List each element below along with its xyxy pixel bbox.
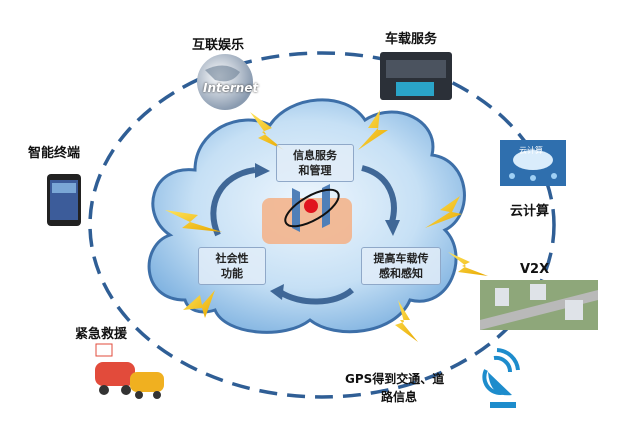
cycle-arrows	[210, 165, 397, 305]
label-v2x: V2X	[520, 262, 550, 277]
label-gps-line1: GPS得到交通、道	[345, 372, 445, 386]
box-info-service: 信息服务 和管理	[276, 144, 354, 182]
label-gps-line2: 路信息	[381, 390, 418, 404]
box-info-line2: 和管理	[298, 164, 332, 177]
box-social-function: 社会性 功能	[198, 247, 266, 285]
label-vehicle-service: 车载服务	[385, 32, 438, 47]
logo-orbit	[284, 188, 340, 228]
logo-left-bar	[292, 188, 300, 232]
internet-text: Internet	[203, 81, 259, 95]
box-social-line1: 社会性	[215, 252, 249, 265]
box-sensing: 提高车载传 感和感知	[361, 247, 441, 285]
logo-dot	[304, 199, 318, 213]
box-info-line1: 信息服务	[293, 149, 337, 162]
cloud-icon-text: 云计算	[519, 146, 543, 155]
logo-right-bar	[322, 184, 330, 228]
label-smart-terminal: 智能终端	[28, 146, 81, 161]
lightning-bolts	[165, 110, 488, 342]
network-ring	[88, 51, 556, 399]
box-social-line2: 功能	[221, 267, 243, 280]
label-cloud-computing: 云计算	[510, 204, 550, 219]
box-sense-line1: 提高车载传	[373, 252, 429, 265]
emergency-image	[95, 343, 164, 399]
label-emergency: 紧急救援	[75, 327, 128, 342]
label-entertainment: 互联娱乐	[192, 38, 245, 53]
box-sense-line2: 感和感知	[379, 267, 423, 280]
